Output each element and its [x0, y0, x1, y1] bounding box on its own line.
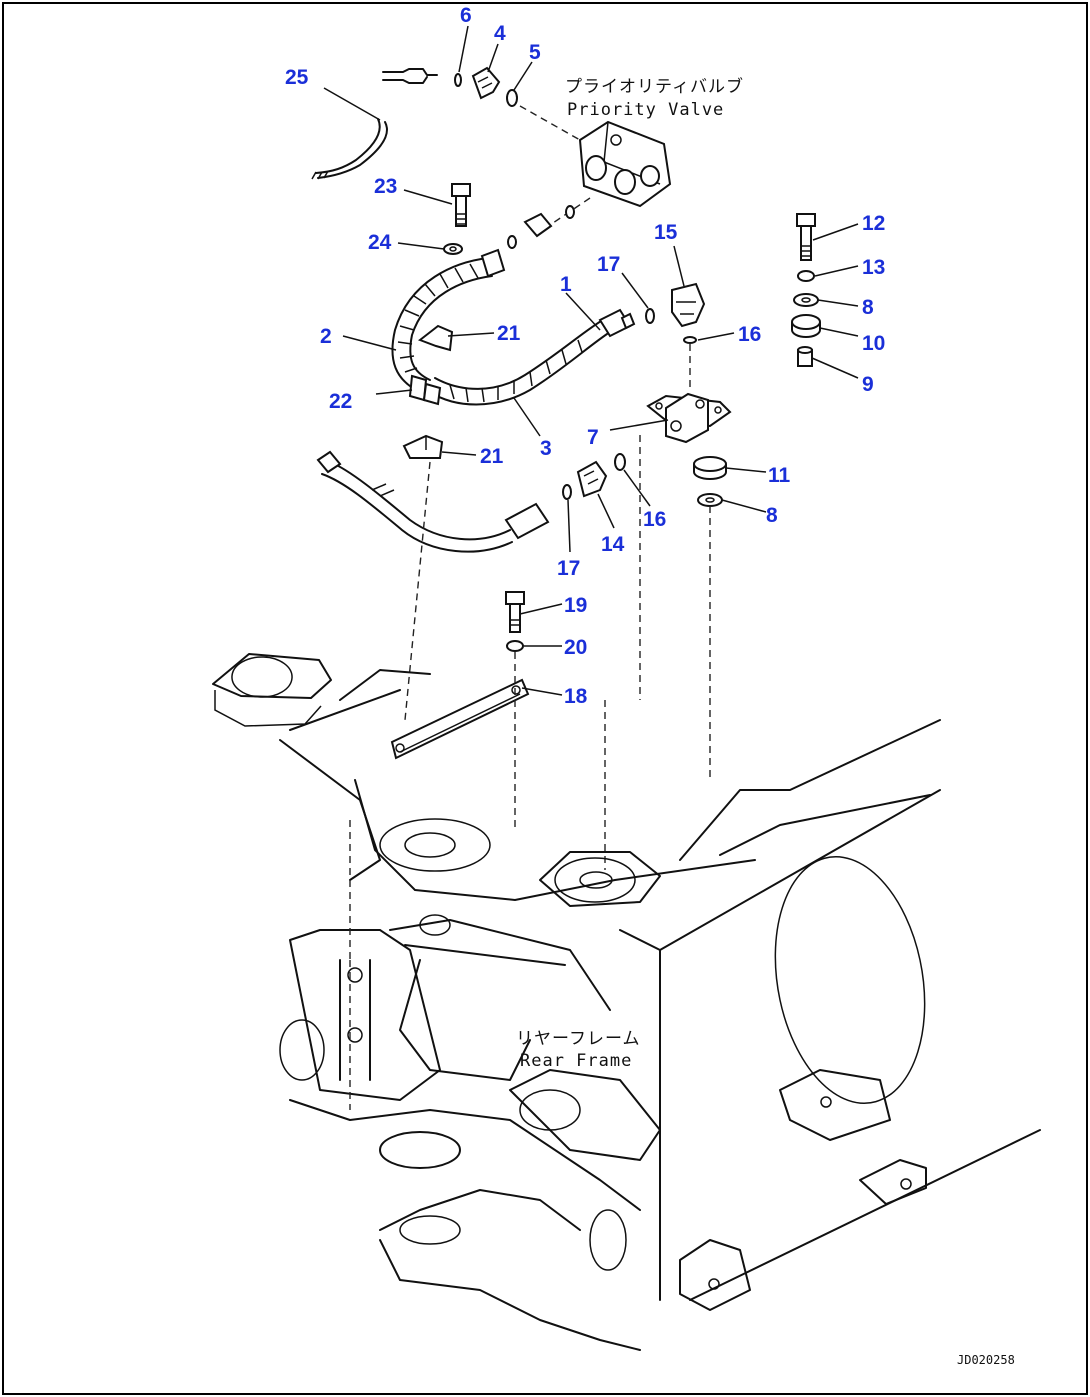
callout-22: 22 — [329, 390, 352, 413]
elbow-fitting-4 — [471, 66, 501, 100]
o-ring-5 — [506, 89, 518, 107]
callout-16-upper: 16 — [738, 323, 761, 346]
o-ring-17-upper — [645, 308, 655, 324]
callout-23: 23 — [374, 175, 397, 198]
o-ring-16-lower — [614, 453, 626, 471]
clamp-21-lower — [402, 434, 444, 459]
callout-19: 19 — [564, 594, 587, 617]
bracket-18 — [390, 678, 530, 760]
callout-15: 15 — [654, 221, 678, 244]
fitting-pair — [507, 205, 575, 249]
callout-8-upper: 8 — [862, 296, 874, 319]
callout-8-lower: 8 — [766, 504, 778, 527]
callout-16-lower: 16 — [643, 508, 666, 531]
washer-8-upper — [793, 293, 819, 307]
callout-17-upper: 17 — [597, 253, 620, 276]
callout-7: 7 — [587, 426, 599, 449]
rear-frame-label-jp: リヤーフレーム — [516, 1029, 640, 1049]
callout-4: 4 — [494, 22, 506, 45]
cushion-11 — [693, 456, 727, 480]
washer-8-lower — [697, 493, 723, 507]
callout-14: 14 — [601, 533, 625, 556]
priority-valve — [578, 120, 672, 208]
leader-lines — [323, 25, 859, 696]
block-7 — [646, 392, 732, 444]
callout-18: 18 — [564, 685, 588, 708]
callout-2: 2 — [320, 325, 332, 348]
callout-10: 10 — [862, 332, 885, 355]
callout-13: 13 — [862, 256, 885, 279]
o-ring-16-upper — [683, 336, 697, 344]
callout-24: 24 — [368, 231, 392, 254]
hose-3 — [429, 308, 636, 406]
washer-20 — [506, 640, 524, 652]
o-ring-6 — [454, 73, 462, 87]
callout-12: 12 — [862, 212, 885, 235]
hose-lower — [316, 450, 550, 553]
callouts: 6 4 5 25 23 24 1 17 15 12 13 8 10 9 2 21… — [285, 4, 885, 708]
rear-frame-label-en: Rear Frame — [520, 1051, 632, 1071]
drawing-code: JD020258 — [957, 1353, 1015, 1367]
o-ring-17-lower — [562, 484, 572, 500]
hose-2 — [391, 248, 506, 393]
hose-25 — [311, 68, 438, 180]
callout-21-upper: 21 — [497, 322, 521, 345]
priority-valve-label-en: Priority Valve — [567, 100, 724, 120]
callout-9: 9 — [862, 373, 874, 396]
bolt-19 — [505, 591, 525, 633]
clamp-21-upper — [417, 324, 454, 352]
assembly-line — [404, 461, 431, 721]
callout-17-lower: 17 — [557, 557, 580, 580]
bolt-12 — [796, 213, 816, 261]
callout-5: 5 — [529, 41, 541, 64]
callout-21-lower: 21 — [480, 445, 504, 468]
priority-valve-label-jp: プライオリティバルブ — [565, 76, 744, 97]
elbow-fitting-14 — [576, 460, 608, 498]
rear-frame — [212, 653, 1041, 1351]
callout-3: 3 — [540, 437, 552, 460]
elbow-fitting-15 — [671, 282, 706, 328]
callout-20: 20 — [564, 636, 587, 659]
washer-24 — [443, 243, 463, 255]
bolt-23 — [451, 183, 471, 227]
collar-9 — [797, 346, 813, 367]
cushion-10 — [791, 314, 821, 338]
washer-13 — [797, 270, 815, 282]
callout-25: 25 — [285, 66, 309, 89]
callout-6: 6 — [460, 4, 472, 27]
callout-11: 11 — [768, 464, 791, 487]
clamp-22 — [408, 374, 442, 406]
callout-1: 1 — [560, 273, 572, 296]
